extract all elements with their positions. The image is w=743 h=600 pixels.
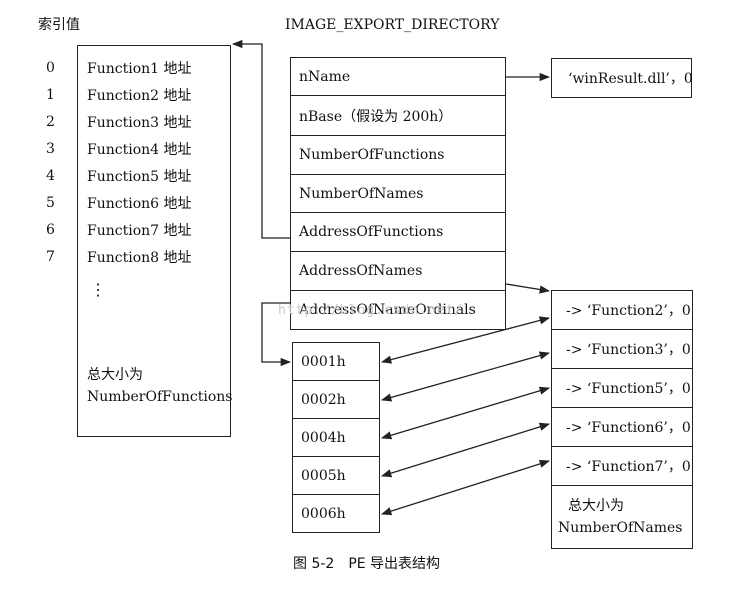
arrow-ordinal-name-link	[381, 386, 550, 440]
ordinal-entry: 0002h	[292, 380, 380, 419]
function-table-size-label: 总大小为	[87, 367, 143, 383]
function-table-size-value: NumberOfFunctions	[87, 389, 233, 405]
function-address-entry: Function1 地址	[87, 61, 192, 77]
arrow-address-of-functions	[231, 39, 290, 239]
ellipsis: ⋮	[90, 280, 106, 299]
field-address-of-functions: AddressOfFunctions	[290, 212, 506, 252]
field-nname: nName	[290, 57, 506, 96]
names-table-size-value: NumberOfNames	[558, 520, 683, 536]
arrow-ordinal-name-link	[381, 459, 550, 516]
arrow-ordinal-name-link	[380, 316, 551, 364]
function-address-entry: Function2 地址	[87, 88, 192, 104]
ordinal-entry: 0005h	[292, 456, 380, 495]
field-address-of-names: AddressOfNames	[290, 251, 506, 291]
function-address-entry: Function3 地址	[87, 115, 192, 131]
ordinal-entry: 0006h	[292, 494, 380, 533]
index-value: 3	[46, 141, 55, 157]
ordinal-entry: 0004h	[292, 418, 380, 457]
index-value: 4	[46, 168, 55, 184]
ordinal-entry: 0001h	[292, 342, 380, 381]
function-address-table: Function1 地址 Function2 地址 Function3 地址 F…	[77, 45, 233, 437]
index-value: 7	[46, 249, 55, 265]
function-name-entry: -> ‘Function6’，0	[551, 407, 693, 447]
index-value: 2	[46, 114, 55, 130]
arrow-ordinal-name-link	[381, 422, 550, 478]
arrow-address-of-names	[505, 283, 551, 294]
arrow-address-of-name-ordinals	[261, 302, 292, 367]
function-names-table: -> ‘Function2’，0 -> ‘Function3’，0 -> ‘Fu…	[551, 290, 693, 549]
directory-title: IMAGE_EXPORT_DIRECTORY	[285, 17, 500, 33]
function-address-entry: Function6 地址	[87, 196, 192, 212]
function-name-entry: -> ‘Function3’，0	[551, 329, 693, 369]
field-number-of-functions: NumberOfFunctions	[290, 135, 506, 175]
figure-caption: 图 5-2 PE 导出表结构	[293, 556, 441, 572]
names-table-size-label: 总大小为	[568, 498, 624, 514]
function-address-entry: Function7 地址	[87, 223, 192, 239]
function-address-entry: Function8 地址	[87, 250, 192, 266]
index-header: 索引值	[38, 17, 80, 33]
function-address-entry: Function5 地址	[87, 169, 192, 185]
watermark: http://blog.csdn.net/	[278, 303, 464, 318]
arrow-ordinal-name-link	[380, 351, 551, 402]
function-name-entry: -> ‘Function2’，0	[551, 290, 693, 330]
function-address-entry: Function4 地址	[87, 142, 192, 158]
index-value: 6	[46, 222, 55, 238]
dll-name-box: ‘winResult.dll’，0	[551, 58, 693, 98]
function-name-entry: -> ‘Function7’，0	[551, 446, 693, 486]
index-value: 1	[46, 87, 55, 103]
index-value: 5	[46, 195, 55, 211]
field-nbase: nBase（假设为 200h）	[290, 95, 506, 136]
index-value: 0	[46, 60, 55, 76]
